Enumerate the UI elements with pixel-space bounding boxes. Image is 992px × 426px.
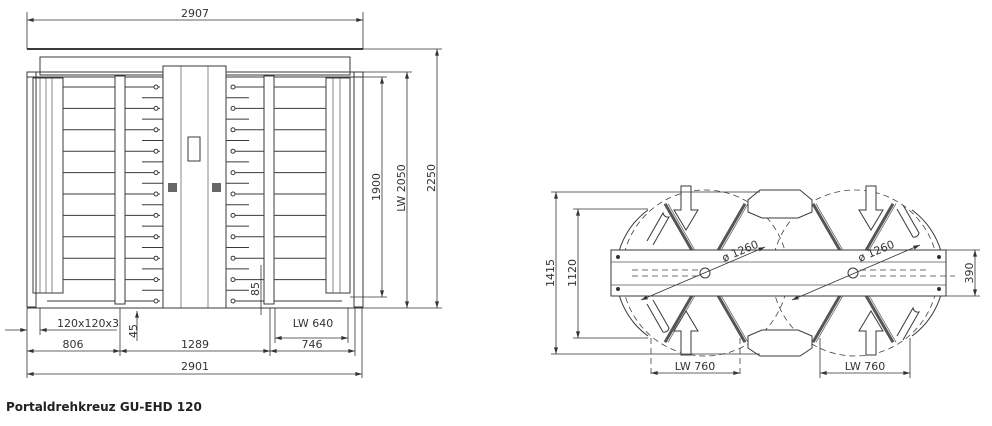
bar-end [153,148,159,154]
dim-overall-height: 2250 [425,164,438,192]
front-view [26,48,364,309]
bar-end [153,298,159,304]
display-panel [187,136,201,162]
dim-clear-height: LW 2050 [395,164,408,212]
bar-end [230,255,236,261]
top-view: ø 1260 ø 1260 [610,185,955,357]
dim-overall-top: 2907 [181,7,209,20]
dim-left-section: 806 [63,338,84,351]
top-dimensions: 1415 1120 390 LW 760 LW 760 [544,191,980,378]
bar-end [230,127,236,133]
bar-end [230,84,236,90]
bar-end [153,212,159,218]
bar-end [153,234,159,240]
arrow-down-icon [858,185,884,231]
hairpin-arm [646,299,670,333]
bar-end [153,84,159,90]
passage-direction-arrows [673,185,884,356]
dim-arm-depth: 1120 [566,259,579,287]
arrow-up-icon [858,310,884,356]
dim-bottom-gap-right: 85 [249,282,262,296]
turnstile-bars [47,84,342,304]
bar-end [230,191,236,197]
drawing-caption: Portaldrehkreuz GU-EHD 120 [6,400,202,414]
dim-right-section: 746 [302,338,323,351]
hairpin-arm [896,204,920,238]
bar-end [230,234,236,240]
bar-end [230,170,236,176]
bar-end [230,212,236,218]
card-reader-left [168,183,177,192]
bar-end [153,105,159,111]
dim-beam-width: 390 [963,263,976,284]
bar-end [153,255,159,261]
arrow-down-icon [673,185,699,231]
hairpin-arm [896,306,920,341]
dim-clear-width-left: LW 760 [675,360,716,373]
cross-beam [610,249,947,297]
bar-end [153,127,159,133]
dim-overall-depth: 1415 [544,259,557,287]
bar-end [153,191,159,197]
front-dimensions: 2907 1900 LW 2050 2250 120x120x3 LW 640 … [5,7,442,378]
hairpin-arm [646,211,670,246]
dim-clear-width-right: LW 640 [293,317,334,330]
bar-end [230,148,236,154]
bar-end [153,170,159,176]
dim-bottom-gap-left: 45 [127,324,140,338]
dim-clear-width-right: LW 760 [845,360,886,373]
cover-bottom [747,329,813,357]
dim-overall-bottom: 2901 [181,360,209,373]
dim-middle-section: 1289 [181,338,209,351]
bar-end [230,298,236,304]
card-reader-right [212,183,221,192]
bar-end [230,105,236,111]
bar-end [153,277,159,283]
arrow-up-icon [673,310,699,356]
cover-top [747,189,813,219]
bar-end [230,277,236,283]
dim-post-profile: 120x120x3 [57,317,119,330]
dim-1900: 1900 [370,173,383,201]
